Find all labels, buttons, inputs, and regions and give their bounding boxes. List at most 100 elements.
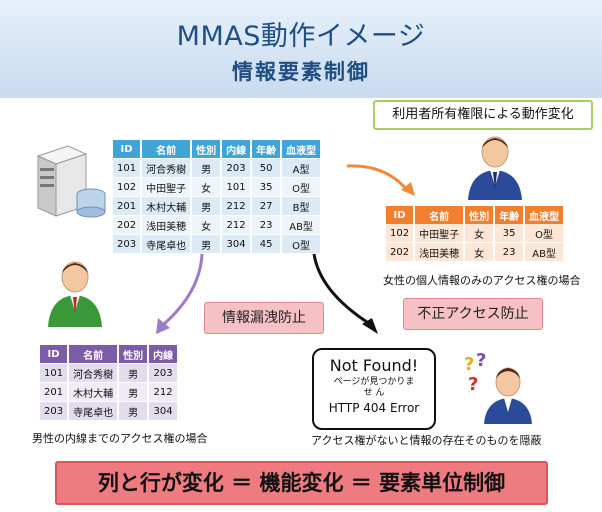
female-table-cell: 23 — [494, 242, 526, 262]
female-table-cell: 102 — [386, 224, 416, 243]
main-table-cell: 木村大輔 — [141, 196, 193, 216]
main-table-cell: 寺尾卓也 — [141, 234, 193, 254]
unauthorized-prevention-label: 不正アクセス防止 — [403, 298, 543, 330]
male-table-cell: 男 — [118, 382, 150, 402]
main-table-cell: 中田聖子 — [141, 177, 193, 197]
female-table-cell: 35 — [494, 224, 526, 243]
svg-text:?: ? — [464, 354, 474, 375]
main-table-cell: 50 — [251, 158, 283, 178]
user-green-icon — [48, 261, 102, 327]
female-table-cell: AB型 — [524, 242, 566, 262]
server-icon — [36, 145, 106, 218]
main-table-cell: 101 — [221, 177, 253, 197]
page-title: MMAS動作イメージ — [176, 21, 426, 52]
male-table-cell: 男 — [118, 401, 150, 421]
male-table-cell: 木村大輔 — [68, 382, 120, 402]
male-table-cell: 304 — [148, 401, 180, 421]
main-table-cell: 201 — [113, 196, 143, 216]
male-table-cell: 203 — [148, 363, 180, 383]
female-table-cell: 女 — [464, 224, 496, 243]
female-table-cell: 浅田美穂 — [414, 242, 466, 262]
hidden-caption: アクセス権がないと情報の存在そのものを隠蔽 — [311, 434, 542, 447]
main-table-header-cell: ID — [113, 140, 143, 159]
main-table-cell: 102 — [113, 177, 143, 197]
main-table-cell: 203 — [221, 158, 253, 178]
main-table-cell: 212 — [221, 196, 253, 216]
confused-user-icon: ? ? ? — [464, 350, 532, 424]
main-table-cell: A型 — [281, 158, 323, 178]
main-table-header-cell: 内線 — [221, 140, 253, 159]
page-subtitle: 情報要素制御 — [232, 60, 370, 84]
main-table-header-cell: 性別 — [191, 140, 223, 159]
main-table-cell: AB型 — [281, 215, 323, 235]
female-table-header-cell: 性別 — [464, 206, 496, 224]
female-table-cell: 女 — [464, 242, 496, 262]
female-table-cell: 中田聖子 — [414, 224, 466, 243]
main-table-cell: 女 — [191, 177, 223, 197]
main-table-cell: 浅田美穂 — [141, 215, 193, 235]
main-table-cell: 203 — [113, 234, 143, 254]
main-table-cell: 男 — [191, 158, 223, 178]
not-found-box: Not Found! ページが見つかりませ ん HTTP 404 Error — [312, 348, 436, 430]
arrow-to-notfound — [312, 253, 378, 334]
male-table-cell: 寺尾卓也 — [68, 401, 120, 421]
main-table-cell: 304 — [221, 234, 253, 254]
main-table-cell: 45 — [251, 234, 283, 254]
main-table-cell: 101 — [113, 158, 143, 178]
main-table-header-cell: 年齢 — [251, 140, 283, 159]
header-banner — [0, 0, 602, 98]
female-table-cell: 202 — [386, 242, 416, 262]
owner-permission-box: 利用者所有権限による動作変化 — [373, 100, 593, 130]
main-table-cell: 23 — [251, 215, 283, 235]
main-table-cell: O型 — [281, 234, 323, 254]
main-table-cell: 男 — [191, 234, 223, 254]
male-table-cell: 212 — [148, 382, 180, 402]
not-found-code: HTTP 404 Error — [328, 401, 420, 415]
male-table-cell: 101 — [40, 363, 70, 383]
main-table-cell: 212 — [221, 215, 253, 235]
main-table-cell: 35 — [251, 177, 283, 197]
main-table-cell: B型 — [281, 196, 323, 216]
arrow-to-male — [156, 253, 204, 334]
male-table-header-cell: 性別 — [118, 345, 150, 364]
main-table-cell: 河合秀樹 — [141, 158, 193, 178]
male-table-header-cell: 名前 — [68, 345, 120, 364]
main-table-header-cell: 血液型 — [281, 140, 323, 159]
svg-text:?: ? — [468, 374, 478, 395]
male-table-cell: 河合秀樹 — [68, 363, 120, 383]
main-table-cell: 202 — [113, 215, 143, 235]
leak-prevention-label: 情報漏洩防止 — [204, 302, 324, 334]
male-table-cell: 201 — [40, 382, 70, 402]
main-table-cell: 27 — [251, 196, 283, 216]
male-table-header-cell: ID — [40, 345, 70, 364]
svg-text:?: ? — [476, 350, 486, 371]
main-table-header-cell: 名前 — [141, 140, 193, 159]
female-table-header-cell: 名前 — [414, 206, 466, 224]
female-table-cell: O型 — [524, 224, 566, 243]
male-table-cell: 203 — [40, 401, 70, 421]
footer-banner: 列と行が変化 ＝ 機能変化 ＝ 要素単位制御 — [55, 461, 548, 505]
female-table-header-cell: 年齢 — [494, 206, 526, 224]
female-table-header-cell: ID — [386, 206, 416, 224]
not-found-title: Not Found! — [329, 356, 419, 375]
main-table-cell: O型 — [281, 177, 323, 197]
user-blue-icon — [468, 136, 522, 200]
not-found-message: ページが見つかりませ ん — [333, 377, 415, 398]
male-table-cell: 男 — [118, 363, 150, 383]
male-table-header-cell: 内線 — [148, 345, 180, 364]
arrow-to-female — [346, 164, 415, 196]
main-table-cell: 男 — [191, 196, 223, 216]
main-table-cell: 女 — [191, 215, 223, 235]
